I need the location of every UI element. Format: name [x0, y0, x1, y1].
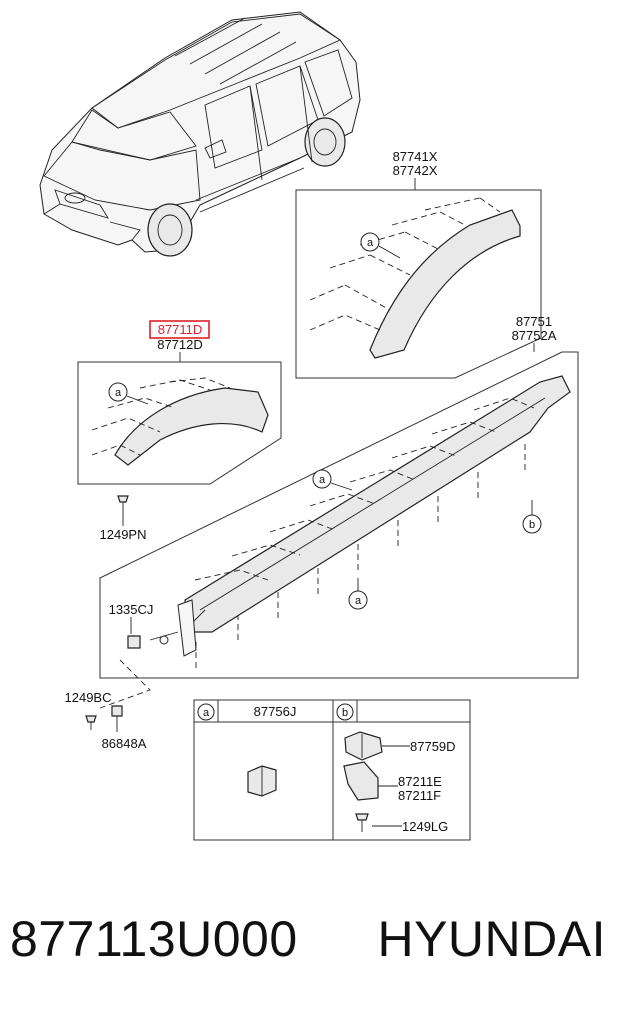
legend-87759d: 87759D: [410, 739, 456, 754]
marker-a-circle-2: [108, 382, 128, 402]
footer: 877113U000 HYUNDAI: [0, 900, 620, 980]
legend-87211e: 87211E: [398, 774, 442, 789]
callout-87742x: 87742X: [393, 163, 438, 178]
callout-1335cj: 1335CJ: [109, 602, 154, 617]
screw-1249lg: [355, 813, 369, 821]
callout-1249bc: 1249BC: [65, 690, 112, 705]
part-number: 877113U000: [10, 911, 298, 967]
highlight-box: [149, 320, 210, 339]
callout-86848a: 86848A: [102, 736, 147, 751]
svg-text:a: a: [115, 387, 122, 399]
legend-table: a 87756J b 87759D 87211E 87211F 1249LG: [193, 699, 471, 841]
fasteners-lower-left: 1249BC 86848A: [65, 690, 147, 751]
callout-87741x: 87741X: [393, 149, 438, 164]
svg-text:b: b: [342, 707, 348, 719]
legend-1249lg: 1249LG: [402, 819, 448, 834]
legend-87756j: 87756J: [254, 704, 297, 719]
bracket-87211: [343, 761, 379, 801]
box-front-arch: [77, 361, 282, 485]
legend-marker-a: [197, 703, 215, 721]
clip-87759d: [344, 731, 383, 761]
marker-a-circle-3: [312, 469, 332, 489]
callout-1249pn: 1249PN: [100, 527, 147, 542]
legend-87211f: 87211F: [398, 788, 441, 803]
svg-text:a: a: [319, 474, 326, 486]
svg-text:a: a: [355, 595, 362, 607]
callout-87752a: 87752A: [512, 328, 557, 343]
front-arch-moulding: [114, 387, 269, 466]
vehicle-illustration: [39, 11, 361, 257]
svg-text:b: b: [529, 519, 535, 531]
callout-87711d: 87711D: [158, 322, 203, 337]
front-arch-moulding-group: 87711D 87712D a: [77, 320, 282, 485]
svg-text:a: a: [203, 707, 210, 719]
marker-a-circle: [360, 232, 380, 252]
callout-87712d: 87712D: [157, 337, 203, 352]
rear-arch-moulding: [369, 209, 521, 359]
brand-name: HYUNDAI: [377, 911, 606, 967]
side-sill-group: 87751 87752A a a b: [99, 314, 579, 709]
rear-arch-moulding-group: 87741X 87742X a: [295, 149, 542, 379]
svg-text:a: a: [367, 237, 374, 249]
screw-1249pn: 1249PN: [100, 495, 147, 542]
legend-marker-b: [336, 703, 354, 721]
box-side-sill: [99, 351, 579, 679]
side-sill-moulding: [184, 375, 571, 633]
callout-87751: 87751: [516, 314, 552, 329]
box-rear-arch: [295, 189, 542, 379]
